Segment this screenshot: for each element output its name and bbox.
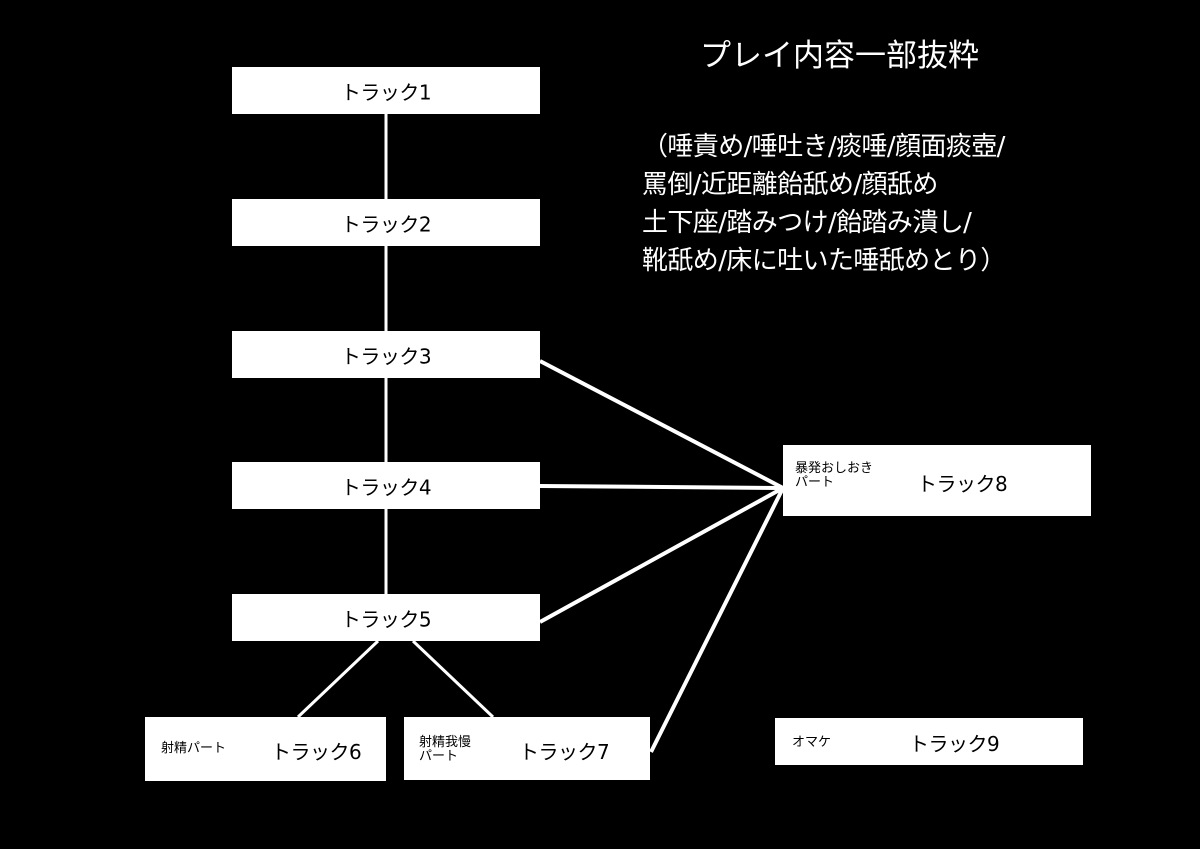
- edge-track7-track8: [649, 487, 785, 753]
- track-label: トラック7: [519, 740, 610, 764]
- track-note: オマケ: [792, 735, 832, 750]
- edge-track3-track8: [539, 359, 784, 490]
- diagram-title: プレイ内容一部抜粋: [700, 38, 979, 74]
- track-label: トラック6: [271, 740, 362, 764]
- track-label: トラック3: [340, 344, 432, 368]
- track-label: トラック8: [917, 472, 1008, 496]
- track-8-box: 暴発おしおき パート トラック8: [783, 445, 1091, 516]
- track-note: 射精我慢 パート: [419, 735, 472, 764]
- edge-track5-track8: [539, 486, 784, 624]
- track-note: 射精パート: [161, 741, 227, 756]
- edge-track5-track7: [411, 639, 495, 719]
- track-4-box: トラック4: [232, 462, 540, 509]
- track-label: トラック2: [340, 212, 432, 236]
- track-3-box: トラック3: [232, 331, 540, 378]
- track-1-box: トラック1: [232, 67, 540, 114]
- track-7-box: 射精我慢 パート トラック7: [404, 717, 650, 780]
- edge-track5-track6: [296, 639, 380, 719]
- track-label: トラック4: [340, 475, 432, 499]
- track-label: トラック5: [340, 607, 432, 631]
- track-2-box: トラック2: [232, 199, 540, 246]
- track-6-box: 射精パート トラック6: [145, 717, 386, 781]
- track-note: 暴発おしおき パート: [795, 461, 874, 490]
- play-content-list: （唾責め/唾吐き/痰唾/顔面痰壺/ 罵倒/近距離飴舐め/顔舐め 土下座/踏みつけ…: [642, 132, 1006, 276]
- track-label: トラック9: [909, 732, 1000, 756]
- track-9-box: オマケ トラック9: [775, 718, 1083, 765]
- edge-track4-track8: [539, 484, 784, 490]
- track-5-box: トラック5: [232, 594, 540, 641]
- track-label: トラック1: [340, 80, 432, 104]
